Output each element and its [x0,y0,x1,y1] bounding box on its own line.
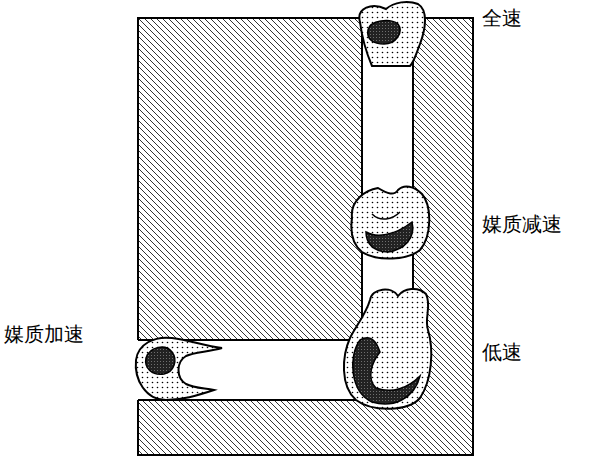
channel-wall [138,18,362,340]
particle [344,289,431,409]
particle-core [146,347,175,374]
particle-core [368,21,400,44]
particle-core [353,338,420,404]
particle [136,338,222,400]
speed-label: 媒质加速 [4,322,84,346]
speed-label: 媒质减速 [482,212,562,236]
particle [359,2,425,66]
particle-line [372,212,400,219]
speed-label: 全速 [482,6,522,30]
particle [351,187,429,259]
speed-label: 低速 [482,340,522,364]
particle-core [366,222,413,252]
